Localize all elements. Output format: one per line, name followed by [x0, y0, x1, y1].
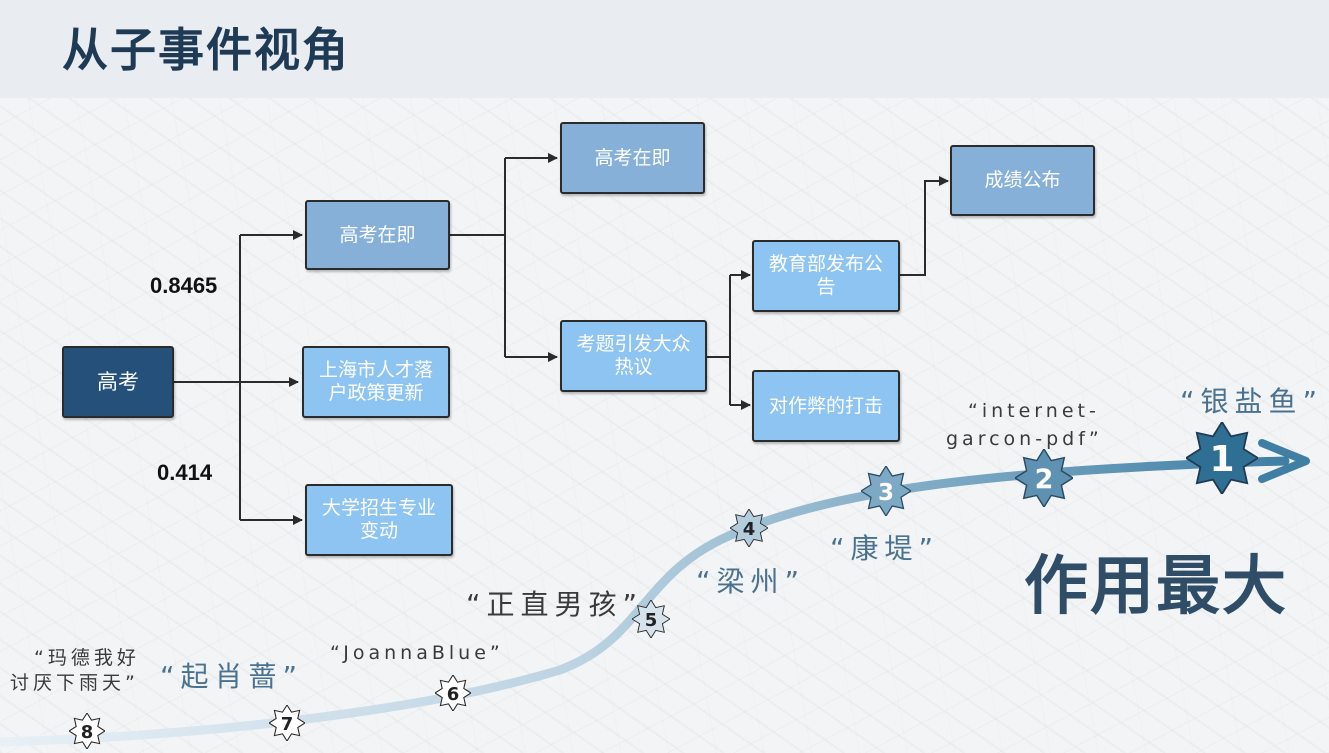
node-sub-a2-2: 对作弊的打击: [752, 370, 900, 442]
connector-sub-a2-1: [900, 176, 949, 276]
badge-5-label: 5: [645, 610, 658, 631]
account-rank-6: “JoannaBlue”: [330, 642, 504, 664]
node-sub-a2-1-label: 教育部发布公告: [768, 253, 883, 298]
badge-2-label: 2: [1035, 464, 1054, 495]
weight-bottom: 0.414: [157, 460, 213, 485]
badge-6-label: 6: [447, 684, 460, 705]
node-branch-c-label: 大学招生专业变动: [321, 497, 436, 542]
badge-8: 8: [69, 713, 105, 749]
account-rank-2-line1: “internet-: [968, 400, 1100, 422]
badge-3: 3: [861, 466, 911, 516]
node-sub-a1-label: 高考在即: [594, 146, 671, 169]
account-rank-2-line2: garcon-pdf”: [946, 428, 1103, 450]
badge-3-label: 3: [878, 480, 894, 506]
connector-root: [173, 230, 303, 525]
node-root: 高考: [62, 346, 174, 418]
node-sub-a2: 考题引发大众热议: [560, 320, 707, 392]
badge-7-label: 7: [281, 714, 294, 735]
account-rank-1: “银盐鱼”: [1180, 385, 1324, 418]
badge-4-label: 4: [743, 519, 756, 540]
badge-6: 6: [435, 675, 471, 711]
header-bar: 从子事件视角: [0, 0, 1329, 98]
impact-label: 作用最大: [1024, 550, 1288, 624]
badge-1: 1: [1186, 422, 1258, 494]
connector-branch-a: [450, 153, 558, 362]
account-rank-7: “起肖蔷”: [160, 660, 304, 693]
page-title: 从子事件视角: [62, 23, 350, 77]
node-sub-a2-1-1-label: 成绩公布: [984, 169, 1061, 191]
node-branch-b-label: 上海市人才落户政策更新: [318, 359, 433, 404]
node-sub-a2-2-label: 对作弊的打击: [768, 394, 883, 417]
marble-background: [0, 98, 1329, 753]
badge-2: 2: [1015, 449, 1073, 507]
badge-4: 4: [730, 509, 768, 547]
badge-5: 5: [632, 600, 670, 638]
node-sub-a2-1-1: 成绩公布: [950, 145, 1095, 216]
account-rank-3: “康堤”: [830, 532, 940, 565]
account-rank-5: “正直男孩”: [466, 588, 644, 621]
account-rank-4: “梁州”: [696, 565, 806, 598]
node-branch-a-label: 高考在即: [339, 223, 416, 246]
badge-7: 7: [269, 705, 305, 741]
connector-sub-a2: [706, 270, 751, 410]
node-sub-a1: 高考在即: [560, 122, 705, 194]
node-branch-c: 大学招生专业变动: [305, 484, 453, 556]
ranking-arrowhead: [1258, 439, 1310, 483]
node-branch-a: 高考在即: [305, 200, 450, 270]
node-sub-a2-label: 考题引发大众热议: [576, 333, 691, 378]
weight-top: 0.8465: [150, 273, 218, 298]
node-sub-a2-1: 教育部发布公告: [752, 240, 900, 312]
account-rank-8-line2: 讨厌下雨天”: [10, 672, 139, 694]
badge-8-label: 8: [81, 722, 94, 743]
account-rank-8-line1: “玛德我好: [34, 647, 140, 669]
node-root-label: 高考: [97, 369, 139, 394]
badge-1-label: 1: [1209, 439, 1234, 480]
node-branch-b: 上海市人才落户政策更新: [302, 346, 450, 418]
